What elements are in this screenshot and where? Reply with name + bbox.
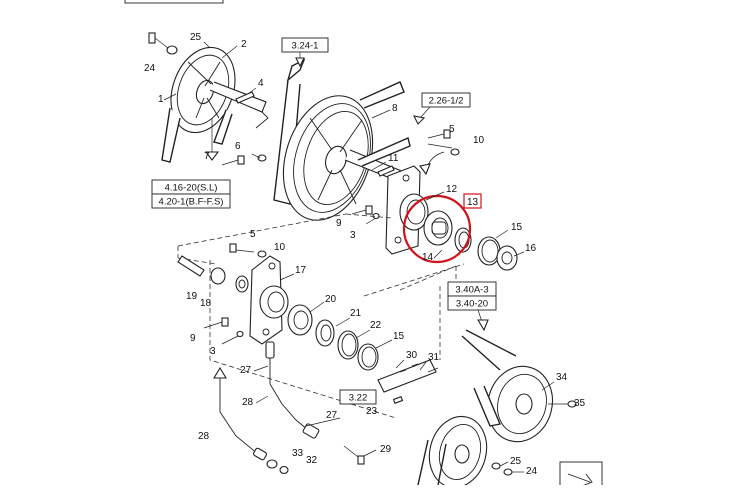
bolt-7 bbox=[221, 155, 245, 166]
reference-box-3-22[interactable]: 3.22 bbox=[339, 389, 377, 405]
part-label: 24 bbox=[144, 63, 156, 74]
svg-text:3.40A-3: 3.40A-3 bbox=[455, 285, 488, 296]
washer-nut-6 bbox=[251, 153, 267, 162]
bolt-5-lower bbox=[229, 243, 255, 253]
shaft-30-31 bbox=[377, 359, 439, 393]
highlight-circle bbox=[402, 194, 472, 264]
small-pulley-assembly bbox=[161, 46, 269, 163]
bearing-20 bbox=[287, 304, 313, 336]
arrow-down bbox=[204, 151, 220, 161]
part-label: 4 bbox=[258, 78, 264, 89]
bolt-35 bbox=[548, 400, 577, 408]
part-label: 24 bbox=[526, 466, 538, 477]
nut-10-lower bbox=[257, 250, 267, 258]
part-label: 28 bbox=[198, 431, 210, 442]
label-leaders bbox=[163, 41, 555, 473]
part-label-highlighted: 13 bbox=[467, 197, 479, 208]
reference-box-3-40a-3[interactable]: 3.40A-3 bbox=[447, 281, 497, 297]
part-label: 34 bbox=[556, 372, 568, 383]
part-label: 27 bbox=[240, 365, 252, 376]
part-label: 21 bbox=[350, 308, 362, 319]
bolt-25-upper bbox=[148, 32, 178, 55]
nuts-33-32 bbox=[266, 459, 289, 475]
reference-box-3-40-20[interactable]: 3.40-20 bbox=[447, 295, 497, 311]
dashed-frame-left bbox=[209, 260, 397, 419]
part-label: 23 bbox=[366, 406, 378, 417]
lower-pulley-34 bbox=[461, 329, 553, 443]
part-label: 17 bbox=[295, 265, 307, 276]
part-label: 5 bbox=[250, 229, 256, 240]
part-label: 16 bbox=[525, 243, 537, 254]
dashed-frame-top bbox=[177, 213, 393, 265]
cropped-header-box bbox=[124, 0, 224, 4]
part-label: 10 bbox=[274, 242, 286, 253]
part-number-labels: 25 2 24 1 4 8 5 10 7 6 11 12 13 9 3 15 1… bbox=[144, 32, 586, 477]
lower-pulley-bottom bbox=[417, 415, 488, 489]
bearing-13 bbox=[423, 210, 453, 246]
part-label: 9 bbox=[190, 333, 196, 344]
part-label: 22 bbox=[370, 320, 382, 331]
part-label: 25 bbox=[510, 456, 522, 467]
part-label: 28 bbox=[242, 397, 254, 408]
part-label: 3 bbox=[350, 230, 356, 241]
svg-text:3.24-1: 3.24-1 bbox=[292, 41, 319, 52]
reference-box-2-26-1-2[interactable]: 2.26-1/2 bbox=[421, 92, 471, 108]
bolt-5-upper bbox=[427, 129, 453, 149]
part-label: 6 bbox=[235, 141, 241, 152]
part-label: 10 bbox=[473, 135, 485, 146]
part-label: 29 bbox=[380, 444, 392, 455]
svg-text:3.22: 3.22 bbox=[349, 393, 368, 404]
part-label: 1 bbox=[158, 94, 164, 105]
part-label: 18 bbox=[200, 298, 212, 309]
stud-29 bbox=[343, 445, 365, 465]
part-label: 12 bbox=[446, 184, 458, 195]
svg-text:4.16-20(S.L): 4.16-20(S.L) bbox=[165, 183, 218, 194]
circlip-22 bbox=[337, 330, 359, 360]
part-label: 35 bbox=[574, 398, 586, 409]
part-label: 7 bbox=[204, 151, 210, 162]
circlip-15-upper bbox=[477, 236, 501, 266]
part-label: 20 bbox=[325, 294, 337, 305]
svg-text:4.20-1(B.F-F.S): 4.20-1(B.F-F.S) bbox=[159, 197, 224, 208]
pin-4 bbox=[235, 91, 255, 104]
part-label: 3 bbox=[210, 346, 216, 357]
svg-text:2.26-1/2: 2.26-1/2 bbox=[429, 96, 464, 107]
part-label: 14 bbox=[422, 252, 434, 263]
bracket-17 bbox=[249, 255, 289, 345]
reference-box-3-24-1[interactable]: 3.24-1 bbox=[281, 37, 329, 53]
highlighted-part-box bbox=[463, 193, 482, 209]
direction-arrow-box bbox=[559, 461, 603, 490]
part-label: 15 bbox=[393, 331, 405, 342]
part-label: 25 bbox=[190, 32, 202, 43]
part-label: 11 bbox=[388, 153, 399, 164]
part-label: 33 bbox=[292, 448, 304, 459]
part-label: 15 bbox=[511, 222, 523, 233]
bolt-9-lower bbox=[203, 317, 244, 345]
reference-box-4-20-1[interactable]: 4.20-1(B.F-F.S) bbox=[151, 193, 231, 209]
circlip-15-lower bbox=[357, 343, 379, 371]
adjuster-cable bbox=[213, 341, 320, 461]
spring-19-18 bbox=[210, 267, 249, 293]
part-label: 19 bbox=[186, 291, 198, 302]
part-label: 5 bbox=[449, 124, 455, 135]
part-label: 2 bbox=[241, 39, 247, 50]
part-label: 30 bbox=[406, 350, 418, 361]
part-label: 31 bbox=[428, 352, 440, 363]
part-label: 27 bbox=[326, 410, 338, 421]
bracket-12 bbox=[385, 165, 429, 255]
part-label: 9 bbox=[336, 218, 342, 229]
key-11 bbox=[377, 165, 395, 177]
reference-box-4-16-20[interactable]: 4.16-20(S.L) bbox=[151, 179, 231, 195]
key-23 bbox=[392, 396, 404, 404]
ring-21 bbox=[315, 319, 335, 347]
part-label: 32 bbox=[306, 455, 318, 466]
washer-16 bbox=[496, 245, 518, 271]
tensioner-pin bbox=[177, 255, 205, 277]
svg-text:3.40-20: 3.40-20 bbox=[456, 299, 488, 310]
nut-10-upper bbox=[450, 148, 460, 156]
part-label: 8 bbox=[392, 103, 398, 114]
